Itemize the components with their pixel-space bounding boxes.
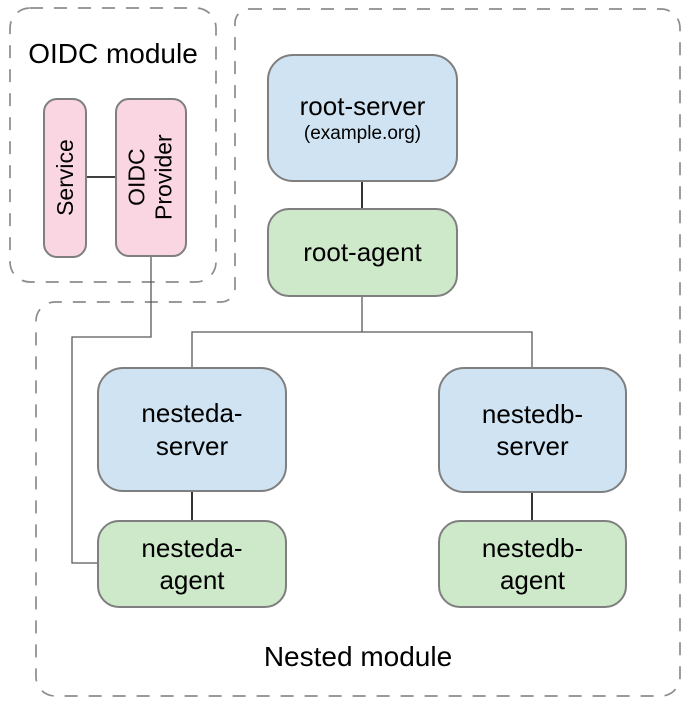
node-oidc-provider-label: OIDC Provider	[123, 134, 177, 221]
node-nesteda-agent-label: nesteda- agent	[141, 532, 243, 596]
node-root-server: root-server (example.org)	[267, 54, 458, 182]
node-nesteda-server: nesteda- server	[97, 367, 287, 492]
oidc-module-label: OIDC module	[28, 38, 198, 69]
node-nestedb-agent-label: nestedb- agent	[481, 532, 584, 596]
nested-module-border	[35, 8, 681, 697]
node-root-server-label: root-server	[299, 90, 426, 121]
edge-rootagent-branches	[191, 297, 533, 367]
node-nesteda-server-label: nesteda- server	[141, 398, 243, 461]
node-nesteda-agent: nesteda- agent	[97, 520, 287, 608]
node-nestedb-agent: nestedb- agent	[438, 520, 627, 608]
node-nestedb-server: nestedb- server	[438, 367, 627, 493]
node-service: Service	[43, 98, 87, 258]
node-root-agent: root-agent	[267, 208, 458, 297]
node-service-label: Service	[51, 139, 78, 217]
node-root-server-sublabel: (example.org)	[303, 123, 422, 145]
edge-provider-nesteda-agent	[71, 257, 152, 564]
node-oidc-provider: OIDC Provider	[115, 98, 187, 257]
oidc-module-border	[9, 7, 217, 283]
node-root-agent-label: root-agent	[303, 237, 422, 268]
nested-module-label: Nested module	[263, 641, 453, 672]
node-nestedb-server-label: nestedb- server	[481, 398, 584, 462]
